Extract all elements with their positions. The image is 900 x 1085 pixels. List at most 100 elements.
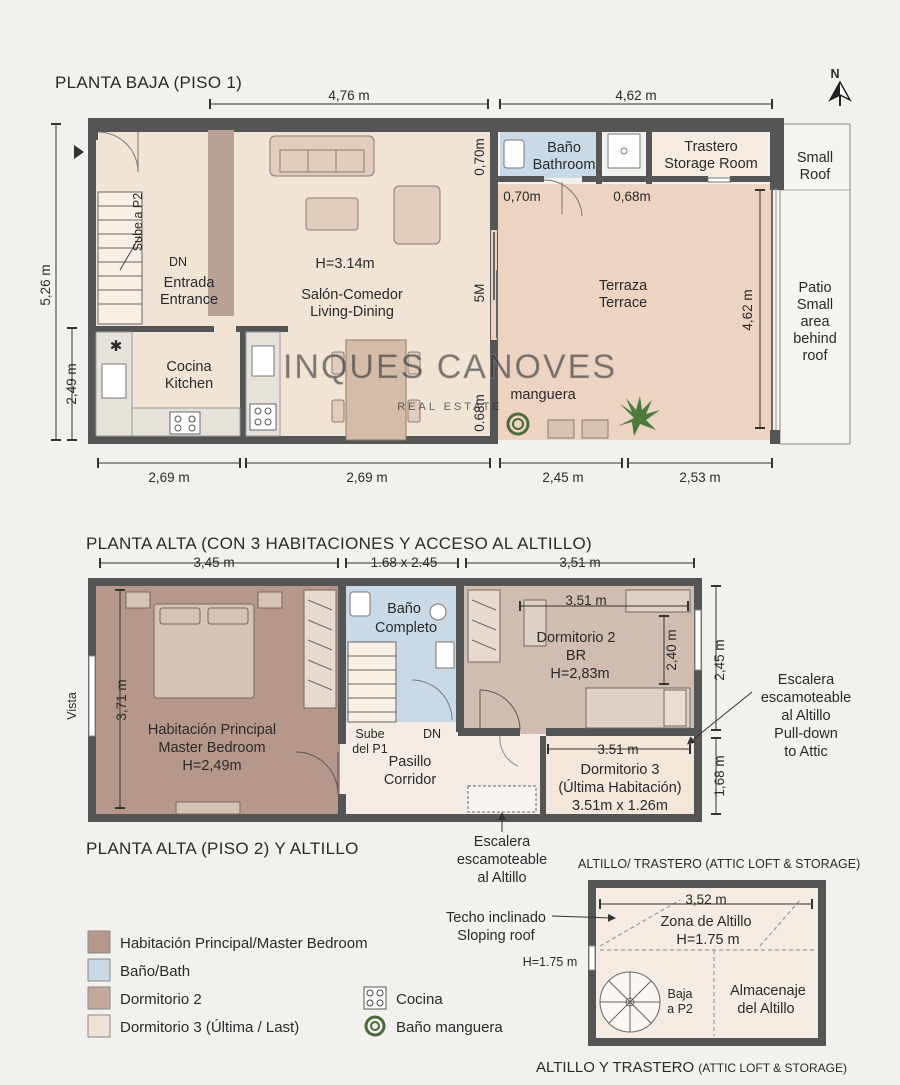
- vista-label: Vista: [65, 692, 79, 720]
- hose-icon: [506, 412, 530, 436]
- callout-bottom: Escalera escamoteable al Altillo: [457, 812, 547, 886]
- patio-label: Patio: [798, 280, 831, 296]
- terrace-v-dim: 4,62 m: [740, 289, 755, 330]
- ground-floor-title: PLANTA BAJA (PISO 1): [55, 73, 242, 92]
- legend-label-hose: Baño manguera: [396, 1019, 503, 1036]
- small-roof-label-2: Roof: [800, 167, 832, 183]
- living-height: H=3.14m: [315, 256, 374, 272]
- bed3-label: Dormitorio 3: [581, 762, 660, 778]
- bath-width-dim: 0,70m: [503, 189, 541, 204]
- storage-label: Trastero: [684, 139, 737, 155]
- stove-icon: [169, 411, 201, 435]
- master-v-dim: 3,71 m: [114, 679, 129, 720]
- ground-dim-bottom-4: 2,53 m: [679, 470, 720, 485]
- storage-area: [650, 128, 768, 178]
- ground-dim-left-lower: 2,49 m: [64, 363, 79, 404]
- master-height: H=2,49m: [182, 758, 241, 774]
- terrace-label-en: Terrace: [599, 295, 647, 311]
- upper-stairs-label-2: del P1: [352, 742, 387, 756]
- upper-bottom-title: PLANTA ALTA (PISO 2) Y ALTILLO: [86, 839, 359, 858]
- sofa-icon: [269, 135, 375, 177]
- attic-bottom-title: ALTILLO Y TRASTERO (ATTIC LOFT & STORAGE…: [536, 1059, 847, 1076]
- bathtub-icon: [503, 139, 525, 169]
- stairs-up-label: Sube a P2: [131, 193, 145, 251]
- bed2-v-dim: 2,40 m: [664, 629, 679, 670]
- corridor-label: Pasillo: [389, 754, 432, 770]
- watermark-sub: REAL ESTATE: [397, 401, 503, 413]
- entrance-label: Entrada: [164, 275, 216, 291]
- ground-bath-label-en: Bathroom: [533, 157, 596, 173]
- storage-label-en: Storage Room: [664, 156, 758, 172]
- patio-label-3: area: [800, 314, 830, 330]
- sloping-label: Techo inclinado: [446, 910, 546, 926]
- kitchen-label: Cocina: [166, 359, 212, 375]
- ground-stairs: [97, 191, 143, 325]
- legend-swatch-bed3: [87, 1014, 111, 1038]
- mid-v-dim: 5M: [472, 284, 487, 303]
- upper-dn-label: DN: [423, 727, 441, 741]
- attic-zone-label: Zona de Altillo: [660, 914, 751, 930]
- attic-title: ALTILLO/ TRASTERO (ATTIC LOFT & STORAGE): [578, 857, 860, 871]
- legend-label-bed3: Dormitorio 3 (Última / Last): [120, 1019, 299, 1036]
- attic-storage-label: Almacenaje: [730, 983, 806, 999]
- hose-icon: [364, 1015, 386, 1037]
- master-label: Habitación Principal: [148, 722, 276, 738]
- living-area: [96, 128, 494, 440]
- attic-width-dim: 3,52 m: [685, 892, 726, 907]
- ground-dim-bottom-3: 2,45 m: [542, 470, 583, 485]
- stove-icon: [249, 403, 277, 431]
- ground-dim-top-left: 4,76 m: [328, 88, 369, 103]
- bed2-label-2: BR: [566, 648, 586, 664]
- upper-floor-title: PLANTA ALTA (CON 3 HABITACIONES Y ACCESO…: [86, 534, 592, 553]
- wardrobe-icon: [467, 589, 501, 663]
- ground-bath-label: Baño: [547, 140, 581, 156]
- svg-text:Escalera: Escalera: [778, 672, 835, 688]
- dining-table-icon: [331, 339, 421, 441]
- ground-dim-bottom-1: 2,69 m: [148, 470, 189, 485]
- attic-storage-label-2: del Altillo: [737, 1001, 794, 1017]
- attic-down-label: Baja: [667, 987, 692, 1001]
- sloping-label-en: Sloping roof: [457, 928, 535, 944]
- watermark-brand: INQUES CANOVES: [283, 348, 617, 386]
- terrace-area: [494, 184, 772, 440]
- legend-swatch-bed2: [87, 986, 111, 1010]
- legend-label-kitchen: Cocina: [396, 991, 443, 1008]
- terrace-label: Terraza: [599, 278, 648, 294]
- compass: N: [828, 67, 852, 106]
- bed3-width-dim: 3.51 m: [597, 742, 638, 757]
- hose-label: manguera: [510, 387, 576, 403]
- bed3-size: 3.51m x 1.26m: [572, 798, 668, 814]
- svg-text:al Altillo: al Altillo: [477, 870, 526, 886]
- upper-dim-right-upper: 2,45 m: [712, 639, 727, 680]
- bed2-height: H=2,83m: [550, 666, 609, 682]
- upper-dim-top-3: 3,51 m: [559, 555, 600, 570]
- svg-text:to Attic: to Attic: [784, 744, 828, 760]
- svg-text:Escalera: Escalera: [474, 834, 531, 850]
- svg-text:al Altillo: al Altillo: [781, 708, 830, 724]
- patio-area: [779, 123, 851, 445]
- upper-dim-right-lower: 1,68 m: [712, 755, 727, 796]
- attic-zone-height: H=1.75 m: [676, 932, 739, 948]
- legend-label-master: Habitación Principal/Master Bedroom: [120, 935, 368, 952]
- svg-text:Pull-down: Pull-down: [774, 726, 838, 742]
- patio-label-4: behind: [793, 331, 837, 347]
- attic-left-height: H=1.75 m: [523, 955, 578, 969]
- attic-down-label-2: a P2: [667, 1002, 693, 1016]
- master-label-en: Master Bedroom: [158, 740, 265, 756]
- patio-label-2: Small: [797, 297, 833, 313]
- sink-icon: [101, 363, 127, 399]
- living-label-en: Living-Dining: [310, 304, 394, 320]
- ground-dim-left-total: 5,26 m: [38, 264, 53, 305]
- shower-icon: [607, 133, 641, 169]
- entrance-label-en: Entrance: [160, 292, 218, 308]
- living-label: Salón-Comedor: [301, 287, 403, 303]
- bed3-label-2: (Última Habitación): [558, 779, 681, 796]
- legend-label-bed2: Dormitorio 2: [120, 991, 202, 1008]
- upper-bath-label: Baño: [387, 601, 421, 617]
- wardrobe-icon: [303, 589, 337, 709]
- kitchen-label-en: Kitchen: [165, 376, 213, 392]
- upper-stairs-label: Sube: [355, 727, 384, 741]
- ground-dim-bottom-2: 2,69 m: [346, 470, 387, 485]
- armchair-icon: [393, 185, 441, 245]
